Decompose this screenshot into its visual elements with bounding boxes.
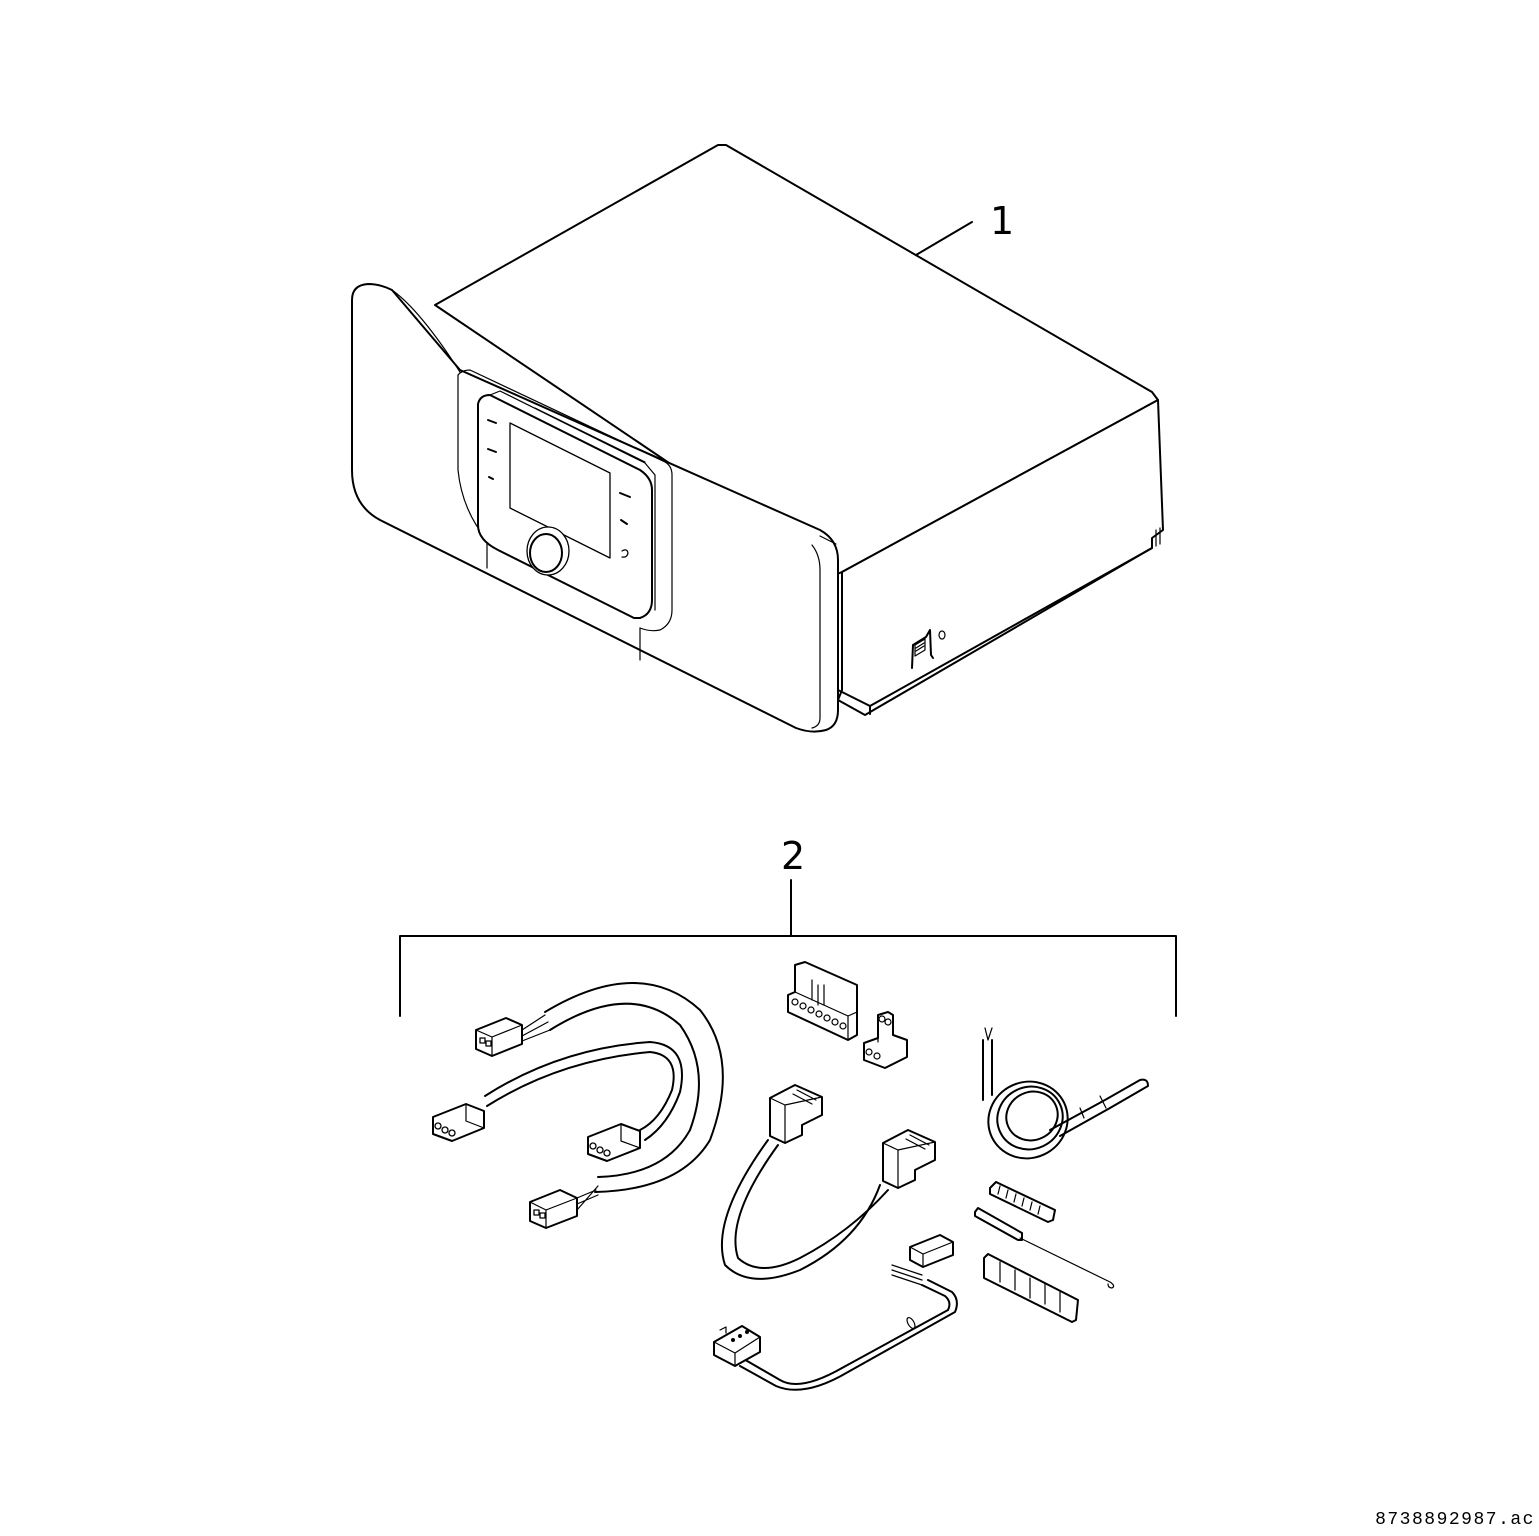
button-left-1 — [487, 419, 497, 424]
button-left-2 — [487, 448, 497, 453]
back-button-icon — [621, 549, 629, 558]
temperature-sensor — [982, 1027, 1149, 1160]
terminal-block-multi — [787, 961, 858, 1041]
cable-modular-plugs — [721, 1084, 936, 1280]
connector-6pin-bottom — [529, 1185, 599, 1229]
button-left-3 — [488, 476, 494, 480]
document-id: 8738892987.ac — [1375, 1510, 1535, 1530]
button-right-2 — [620, 519, 628, 525]
cable-3pin-short — [432, 1041, 683, 1162]
terminal-block-2pin — [863, 1011, 908, 1069]
callout-2: 2 — [399, 834, 1177, 1017]
callout-2-label: 2 — [781, 834, 805, 878]
control-unit — [351, 144, 1164, 733]
connector-3pin-left — [432, 1103, 485, 1142]
modular-plug-2 — [882, 1129, 936, 1189]
connector-3pin-right — [587, 1123, 641, 1162]
screw-icon — [938, 630, 946, 640]
hook-wire — [974, 1207, 1115, 1289]
button-right-1 — [619, 492, 631, 498]
switch-connector — [713, 1325, 761, 1367]
side-port-icon — [911, 629, 946, 669]
screen — [509, 422, 611, 559]
callout-1: 1 — [915, 199, 1014, 256]
cable-6pin-long — [475, 982, 724, 1229]
contact-strip — [983, 1253, 1079, 1323]
cable-flat-plug-switch — [713, 1234, 958, 1391]
group-bracket — [399, 879, 1177, 1017]
modular-plug-1 — [769, 1084, 823, 1144]
connector-6pin-top — [475, 1014, 551, 1057]
callout-1-label: 1 — [990, 199, 1014, 243]
rotary-knob — [526, 526, 570, 576]
strain-relief-strip — [989, 1181, 1056, 1223]
display-recess — [457, 369, 673, 632]
flat-plug-connector — [891, 1234, 954, 1286]
